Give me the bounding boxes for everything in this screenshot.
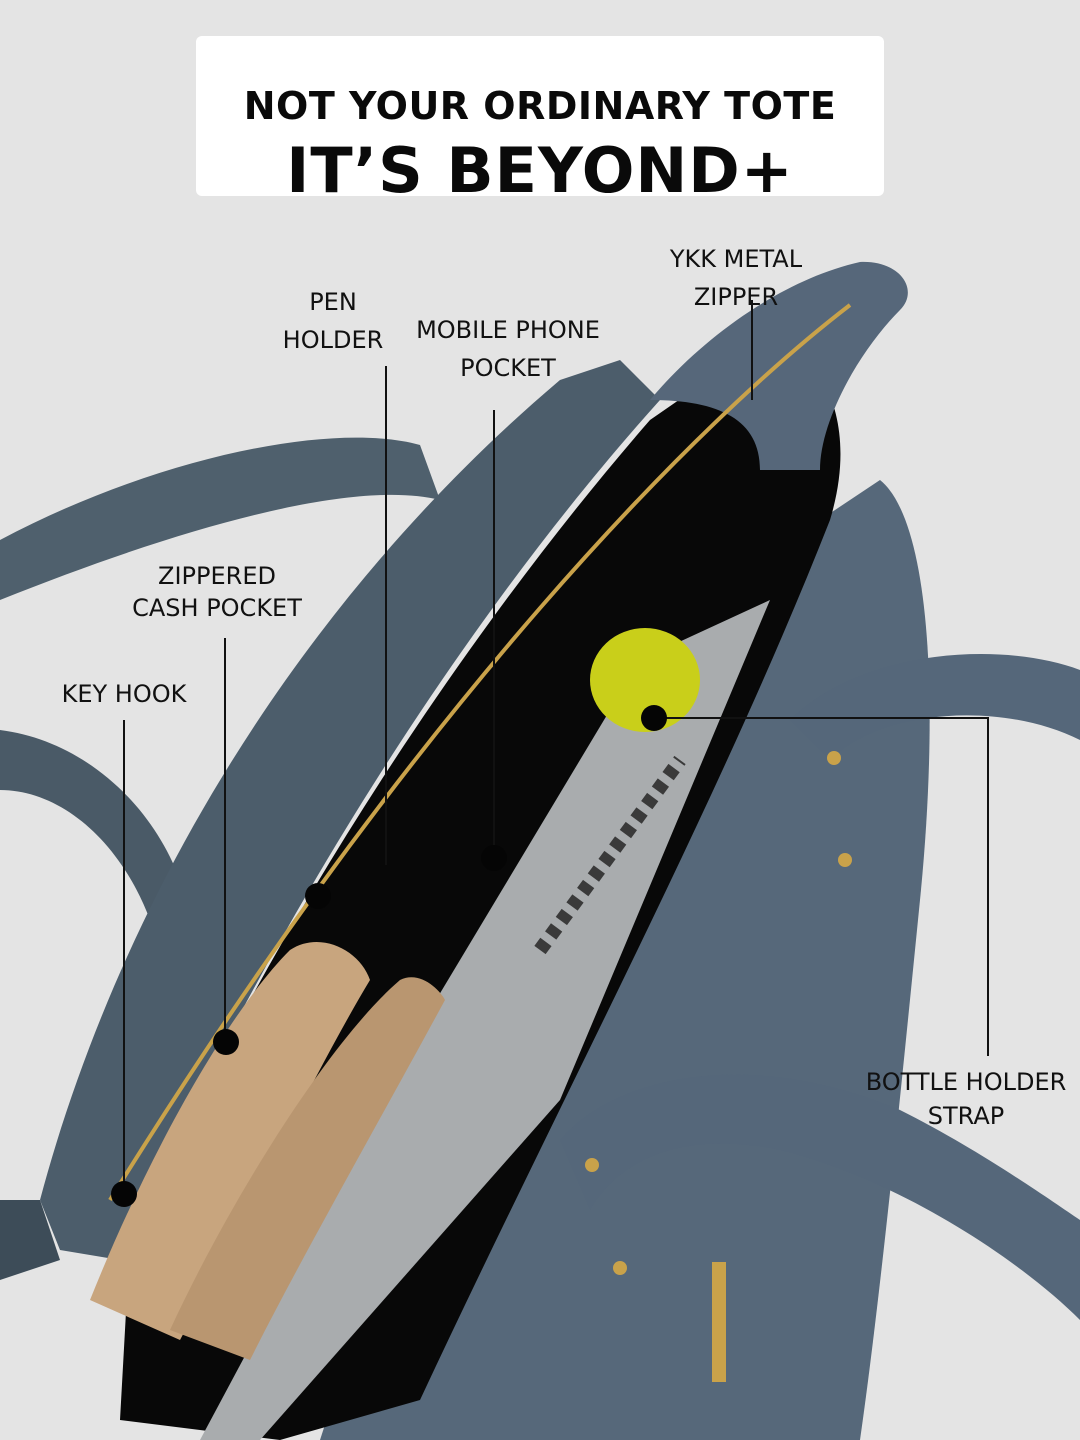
headline-box: NOT YOUR ORDINARY TOTE IT’S BEYOND+ [196, 36, 884, 202]
gold-hardware [712, 1262, 726, 1382]
rivet [585, 1158, 599, 1172]
rivet [827, 751, 841, 765]
label-key-hook: KEY HOOK [44, 675, 204, 713]
label-bottle-strap: BOTTLE HOLDER STRAP [860, 1065, 1072, 1133]
rivet [838, 853, 852, 867]
bag-panel-left [40, 360, 660, 1260]
rivet [613, 1261, 627, 1275]
book-left [90, 941, 370, 1340]
label-pen-holder-line1: PEN [309, 288, 357, 316]
label-cash-pocket-line2: CASH POCKET [132, 594, 302, 622]
book-right [170, 977, 445, 1360]
label-mobile-pocket-line2: POCKET [460, 354, 556, 382]
front-handle-lower [560, 1074, 1080, 1320]
label-ykk-zipper-line1: YKK METAL [669, 245, 803, 273]
zipper-track [108, 303, 852, 1202]
laptop-vent [534, 755, 686, 955]
headline-main: IT’S BEYOND+ [286, 134, 794, 207]
bottle-cap [590, 628, 700, 732]
label-bottle-strap-line1: BOTTLE HOLDER [865, 1068, 1067, 1096]
back-handle-left [0, 437, 440, 600]
label-cash-pocket-line1: ZIPPERED [158, 562, 276, 590]
label-ykk-zipper: YKK METAL ZIPPER [650, 240, 822, 316]
label-cash-pocket: ZIPPERED CASH POCKET [116, 560, 318, 624]
headline-tagline: NOT YOUR ORDINARY TOTE [243, 84, 837, 128]
label-pen-holder: PEN HOLDER [262, 283, 404, 359]
label-mobile-pocket-line1: MOBILE PHONE [416, 316, 600, 344]
back-handle-left-lower [0, 730, 180, 920]
label-ykk-zipper-line2: ZIPPER [693, 283, 779, 311]
bag-panel-far-left [0, 1200, 60, 1280]
label-bottle-strap-line2: STRAP [927, 1102, 1005, 1130]
label-mobile-pocket: MOBILE PHONE POCKET [398, 311, 618, 387]
label-key-hook-line1: KEY HOOK [61, 680, 187, 708]
label-pen-holder-line2: HOLDER [282, 326, 384, 354]
laptop [200, 600, 770, 1440]
